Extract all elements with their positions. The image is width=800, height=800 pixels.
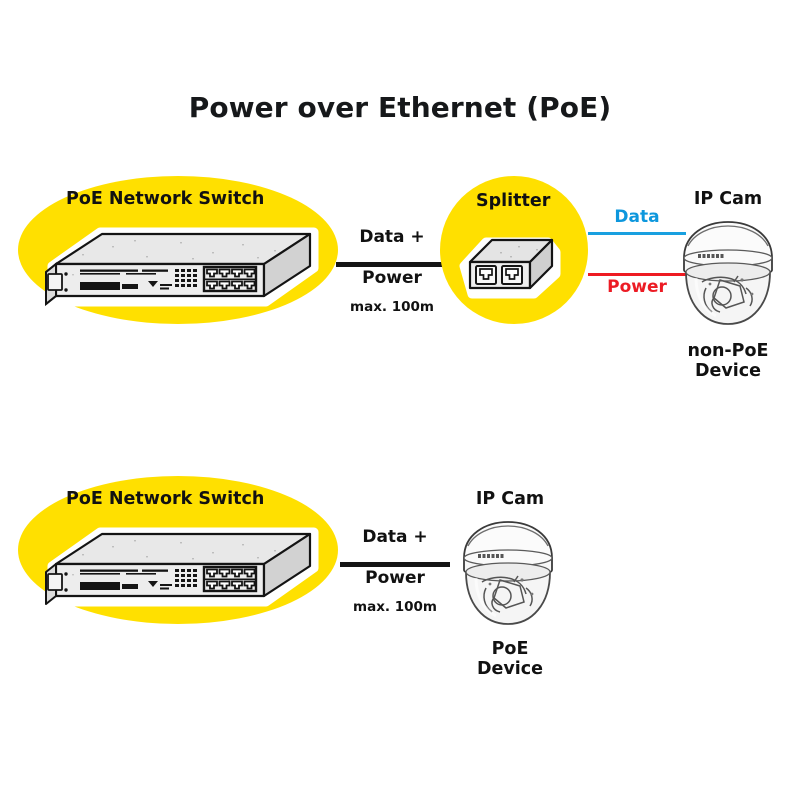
ip-cam-1-caption-line1: non-PoE — [687, 341, 769, 361]
dome-camera-icon — [672, 216, 784, 332]
dome-camera-icon — [452, 516, 564, 632]
splitter-label: Splitter — [476, 191, 551, 211]
link-label-data-2: Data + — [362, 527, 428, 547]
link-label-power-1: Power — [362, 268, 422, 288]
link-note-distance-2: max. 100m — [353, 599, 437, 615]
ip-cam-2-caption-line1: PoE — [491, 639, 529, 659]
page-title: Power over Ethernet (PoE) — [188, 91, 612, 124]
ip-cam-1-caption-line2: Device — [694, 361, 762, 381]
poe-splitter-icon — [456, 222, 566, 302]
switch-2-label: PoE Network Switch — [66, 489, 265, 509]
ip-cam-1-label: IP Cam — [693, 189, 763, 209]
ip-cam-2-label: IP Cam — [475, 489, 545, 509]
link-label-power: Power — [607, 277, 667, 297]
network-switch-icon — [42, 524, 322, 614]
ip-cam-2-caption-line2: Device — [476, 659, 544, 679]
link-label-data-1: Data + — [359, 227, 425, 247]
link-label-data: Data — [614, 207, 660, 227]
link-line-switch-to-camera — [340, 562, 450, 567]
link-line-switch-to-splitter — [336, 262, 448, 267]
network-switch-icon — [42, 224, 322, 314]
link-line-power — [588, 273, 686, 277]
link-note-distance-1: max. 100m — [350, 299, 434, 315]
link-label-power-2: Power — [365, 568, 425, 588]
link-line-data — [588, 232, 686, 236]
switch-1-label: PoE Network Switch — [66, 189, 265, 209]
